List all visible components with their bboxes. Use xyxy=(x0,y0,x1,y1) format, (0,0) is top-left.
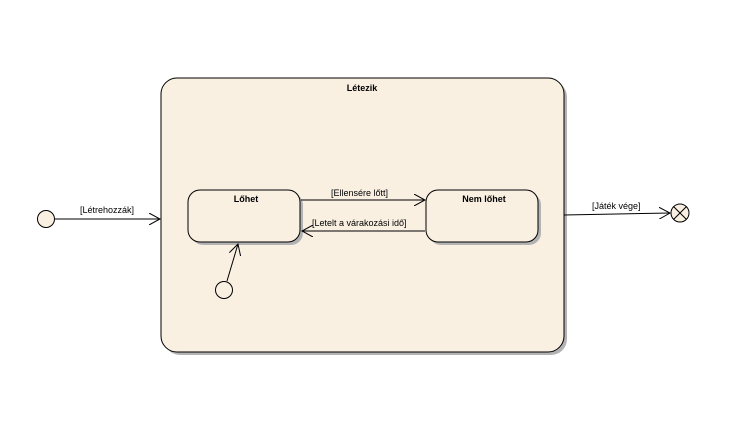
transition-game-over-line xyxy=(563,213,670,215)
composite-state-letezik[interactable]: Létezik xyxy=(160,77,567,355)
state-lohet-name: Lőhet xyxy=(234,194,259,204)
transition-inner-initial[interactable] xyxy=(226,244,238,282)
final-node[interactable] xyxy=(670,203,690,223)
transition-wait-over-label: [Letelt a várakozási idő] xyxy=(312,218,407,228)
initial-node[interactable] xyxy=(37,210,55,228)
final-node-cross-b xyxy=(673,206,687,220)
inner-initial-node[interactable] xyxy=(215,281,233,299)
composite-state-title: Létezik xyxy=(347,83,379,93)
transition-create[interactable]: [Létrehozzák] xyxy=(55,205,160,219)
state-nem-lohet-box xyxy=(425,189,539,243)
state-lohet-box xyxy=(187,189,301,243)
state-lohet[interactable]: Lőhet xyxy=(187,189,303,245)
transition-enemy-shot[interactable]: [Ellensére lőtt] xyxy=(301,188,425,200)
transition-wait-over[interactable]: [Letelt a várakozási idő] xyxy=(302,218,425,231)
transition-game-over-label: [Játék vége] xyxy=(592,201,641,211)
transition-enemy-shot-label: [Ellensére lőtt] xyxy=(331,188,388,198)
transition-create-label: [Létrehozzák] xyxy=(80,205,134,215)
state-nem-lohet[interactable]: Nem lőhet xyxy=(425,189,541,245)
state-nem-lohet-name: Nem lőhet xyxy=(462,194,506,204)
transition-game-over[interactable]: [Játék vége] xyxy=(563,201,670,215)
